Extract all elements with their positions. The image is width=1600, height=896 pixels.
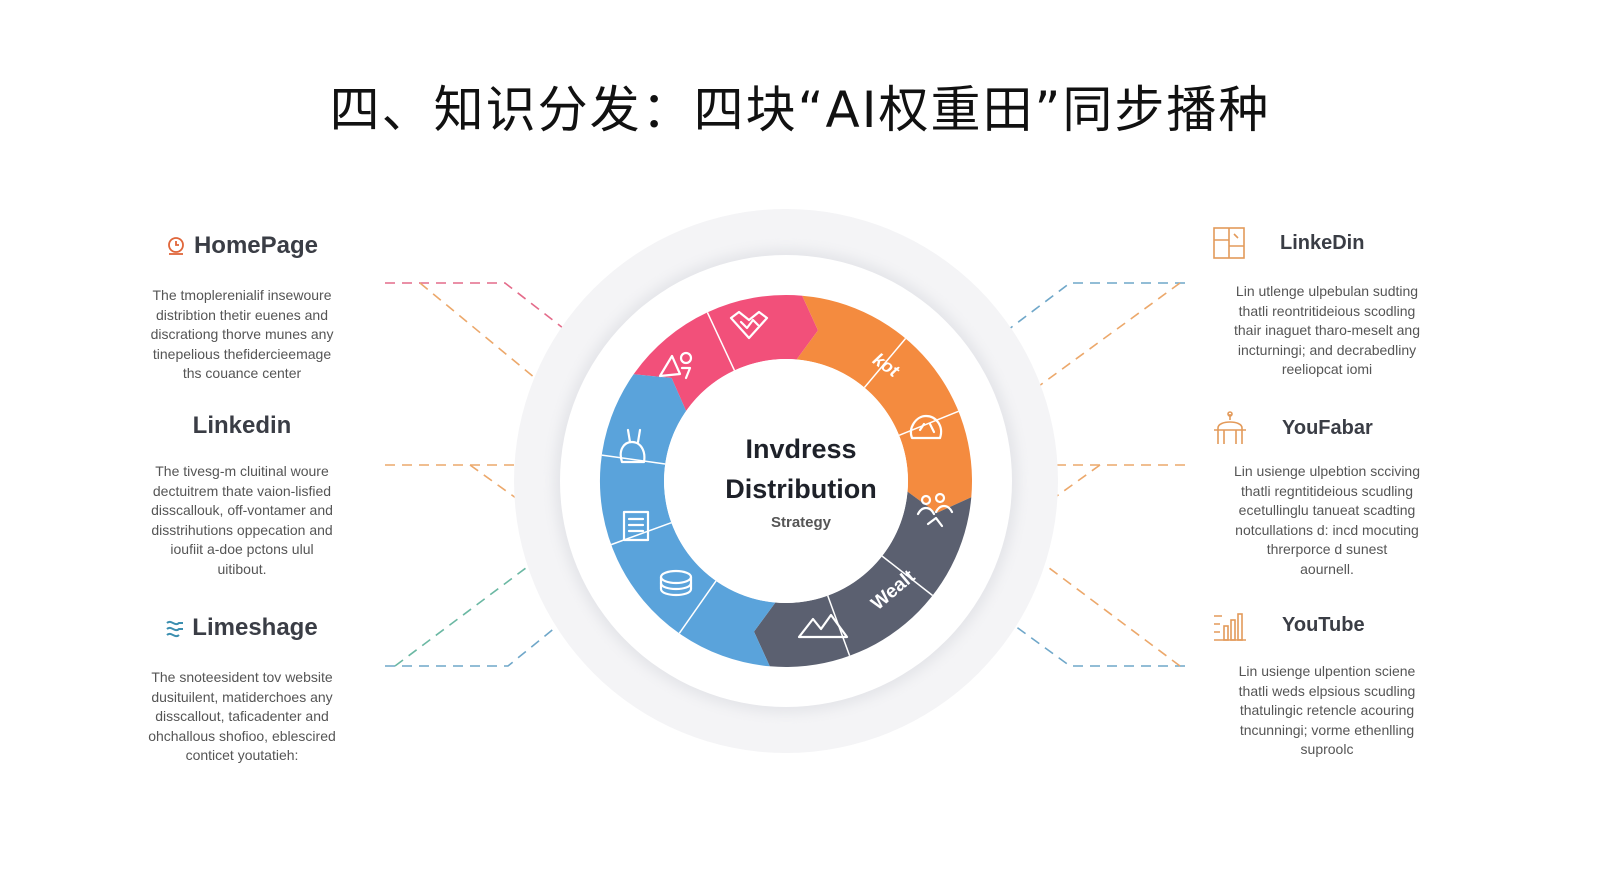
center-title-line1: Invdress xyxy=(745,434,857,464)
left-block-homepage: HomePage The tmoplerenialif insewoure di… xyxy=(127,232,357,384)
block-body: The tmoplerenialif insewoure distribtion… xyxy=(127,286,357,384)
block-body: Lin usienge ulpebtion scciving thatli re… xyxy=(1212,462,1442,579)
center-title-line2: Distribution xyxy=(725,474,877,504)
body-line: threrporce d sunest xyxy=(1266,541,1388,557)
block-body: Lin utlenge ulpebulan sudting thatli reo… xyxy=(1212,282,1442,380)
body-line: ecetullinglu tanueat scadting xyxy=(1238,502,1416,518)
body-line: disscallout, taficadenter and xyxy=(155,708,329,724)
body-line: conticet youtatieh: xyxy=(185,747,299,763)
connector-youtube-blue xyxy=(944,574,1185,667)
body-line: notcullations d: incd mocuting xyxy=(1235,521,1419,538)
block-heading: Limeshage xyxy=(127,614,357,642)
block-body: Lin usienge ulpention sciene thatli weds… xyxy=(1212,662,1442,760)
body-line: dectuitrem thate vaion-lisfied xyxy=(152,482,332,499)
body-line: aournell. xyxy=(1300,560,1354,577)
connector-limeshage-blue xyxy=(385,574,621,667)
right-block-youtube: YouTube Lin usienge ulpention sciene tha… xyxy=(1212,608,1442,760)
bunny-icon xyxy=(619,428,646,464)
body-line: thatulingic retencle acouring xyxy=(1239,702,1415,718)
body-line: tncunningi; vorme ethenlling xyxy=(1239,721,1415,738)
hands-icon xyxy=(909,414,943,440)
left-block-linkedin: Linkedin The tivesg-m cluitinal woure de… xyxy=(127,412,357,579)
block-heading: Linkedin xyxy=(127,412,357,440)
block-heading: HomePage xyxy=(127,232,357,260)
block-heading: YouFabar xyxy=(1212,410,1442,446)
body-line: tinepelious thefidercieemage xyxy=(152,345,332,362)
block-heading-text: LinkeDin xyxy=(1280,231,1365,254)
block-heading: YouTube xyxy=(1212,608,1442,642)
body-line: disscallouk, off-vontamer and xyxy=(151,502,333,518)
wave-icon xyxy=(166,620,184,638)
body-line: ohchallous shofioo, eblescired xyxy=(148,727,336,744)
rocket-shapes-icon xyxy=(658,351,693,380)
robot-icon xyxy=(1214,411,1246,444)
body-line: uitibout. xyxy=(217,560,267,577)
center-subtitle: Strategy xyxy=(770,514,832,531)
segment-divider xyxy=(706,312,736,371)
left-block-limeshage: Limeshage The snoteesident tov website d… xyxy=(127,614,357,766)
block-heading-text: HomePage xyxy=(193,232,319,259)
bar-chart-icon xyxy=(1214,613,1246,641)
window-grid-icon xyxy=(1213,227,1245,259)
segment-divider xyxy=(601,454,666,465)
body-line: discrationg thorve munes any xyxy=(150,326,334,342)
center-circle xyxy=(664,359,908,603)
block-heading: LinkeDin xyxy=(1212,226,1442,260)
orange-segment xyxy=(796,295,973,513)
right-block-youfabar: YouFabar Lin usienge ulpebtion scciving … xyxy=(1212,410,1442,579)
body-line: The tivesg-m cluitinal woure xyxy=(155,463,329,479)
body-line: incturningi; and decrabedliny xyxy=(1237,341,1417,358)
segment-divider xyxy=(678,580,717,634)
body-line: thair inaguet tharo-meselt ang xyxy=(1234,322,1420,338)
body-line: thatli reontritideious scodling xyxy=(1238,302,1416,319)
blue-segment xyxy=(599,374,776,667)
document-icon xyxy=(622,510,650,542)
segment-divider xyxy=(898,410,959,436)
body-line: distribtion thetir euenes and xyxy=(156,306,328,323)
body-line: Lin utlenge ulpebulan sudting xyxy=(1235,283,1419,299)
body-line: suproolc xyxy=(1300,741,1354,757)
page-title: 四、知识分发：四块“AI权重田”同步播种 xyxy=(329,81,1271,139)
body-line: dusituilent, matiderchoes any xyxy=(151,688,333,705)
slate-segment xyxy=(754,491,972,668)
right-block-linkedin: LinkeDin Lin utlenge ulpebulan sudting t… xyxy=(1212,226,1442,380)
segment-divider xyxy=(881,555,934,597)
block-heading-text: YouTube xyxy=(1282,613,1365,636)
body-line: reeliopcat iomi xyxy=(1281,361,1373,377)
coins-icon xyxy=(659,569,693,597)
body-line: Lin usienge ulpebtion scciving xyxy=(1233,463,1420,479)
block-heading-text: Linkedin xyxy=(192,412,292,439)
mountain-icon xyxy=(797,613,849,639)
block-body: The snoteesident tov website dusituilent… xyxy=(127,668,357,766)
block-body: The tivesg-m cluitinal woure dectuitrem … xyxy=(127,462,357,579)
segment-divider xyxy=(610,522,672,546)
body-line: disstrihutions oppecation and xyxy=(151,521,333,538)
body-line: Lin usienge ulpention sciene xyxy=(1238,663,1416,679)
block-heading-text: Limeshage xyxy=(192,614,318,641)
body-line: The tmoplerenialif insewoure xyxy=(152,287,332,303)
people-icon xyxy=(916,492,954,528)
block-heading-text: YouFabar xyxy=(1282,416,1373,439)
body-line: ths couance center xyxy=(182,365,302,381)
body-line: The snoteesident tov website xyxy=(151,669,333,685)
body-line: ioufiit a-doe pctons ulul xyxy=(170,541,314,557)
heart-chart-icon xyxy=(729,310,769,340)
segment-divider xyxy=(863,338,907,389)
body-line: thatli weds elpsious scudling xyxy=(1238,682,1416,699)
body-line: thatli regntitideious scudling xyxy=(1241,482,1413,499)
clock-pin-icon xyxy=(168,237,184,255)
